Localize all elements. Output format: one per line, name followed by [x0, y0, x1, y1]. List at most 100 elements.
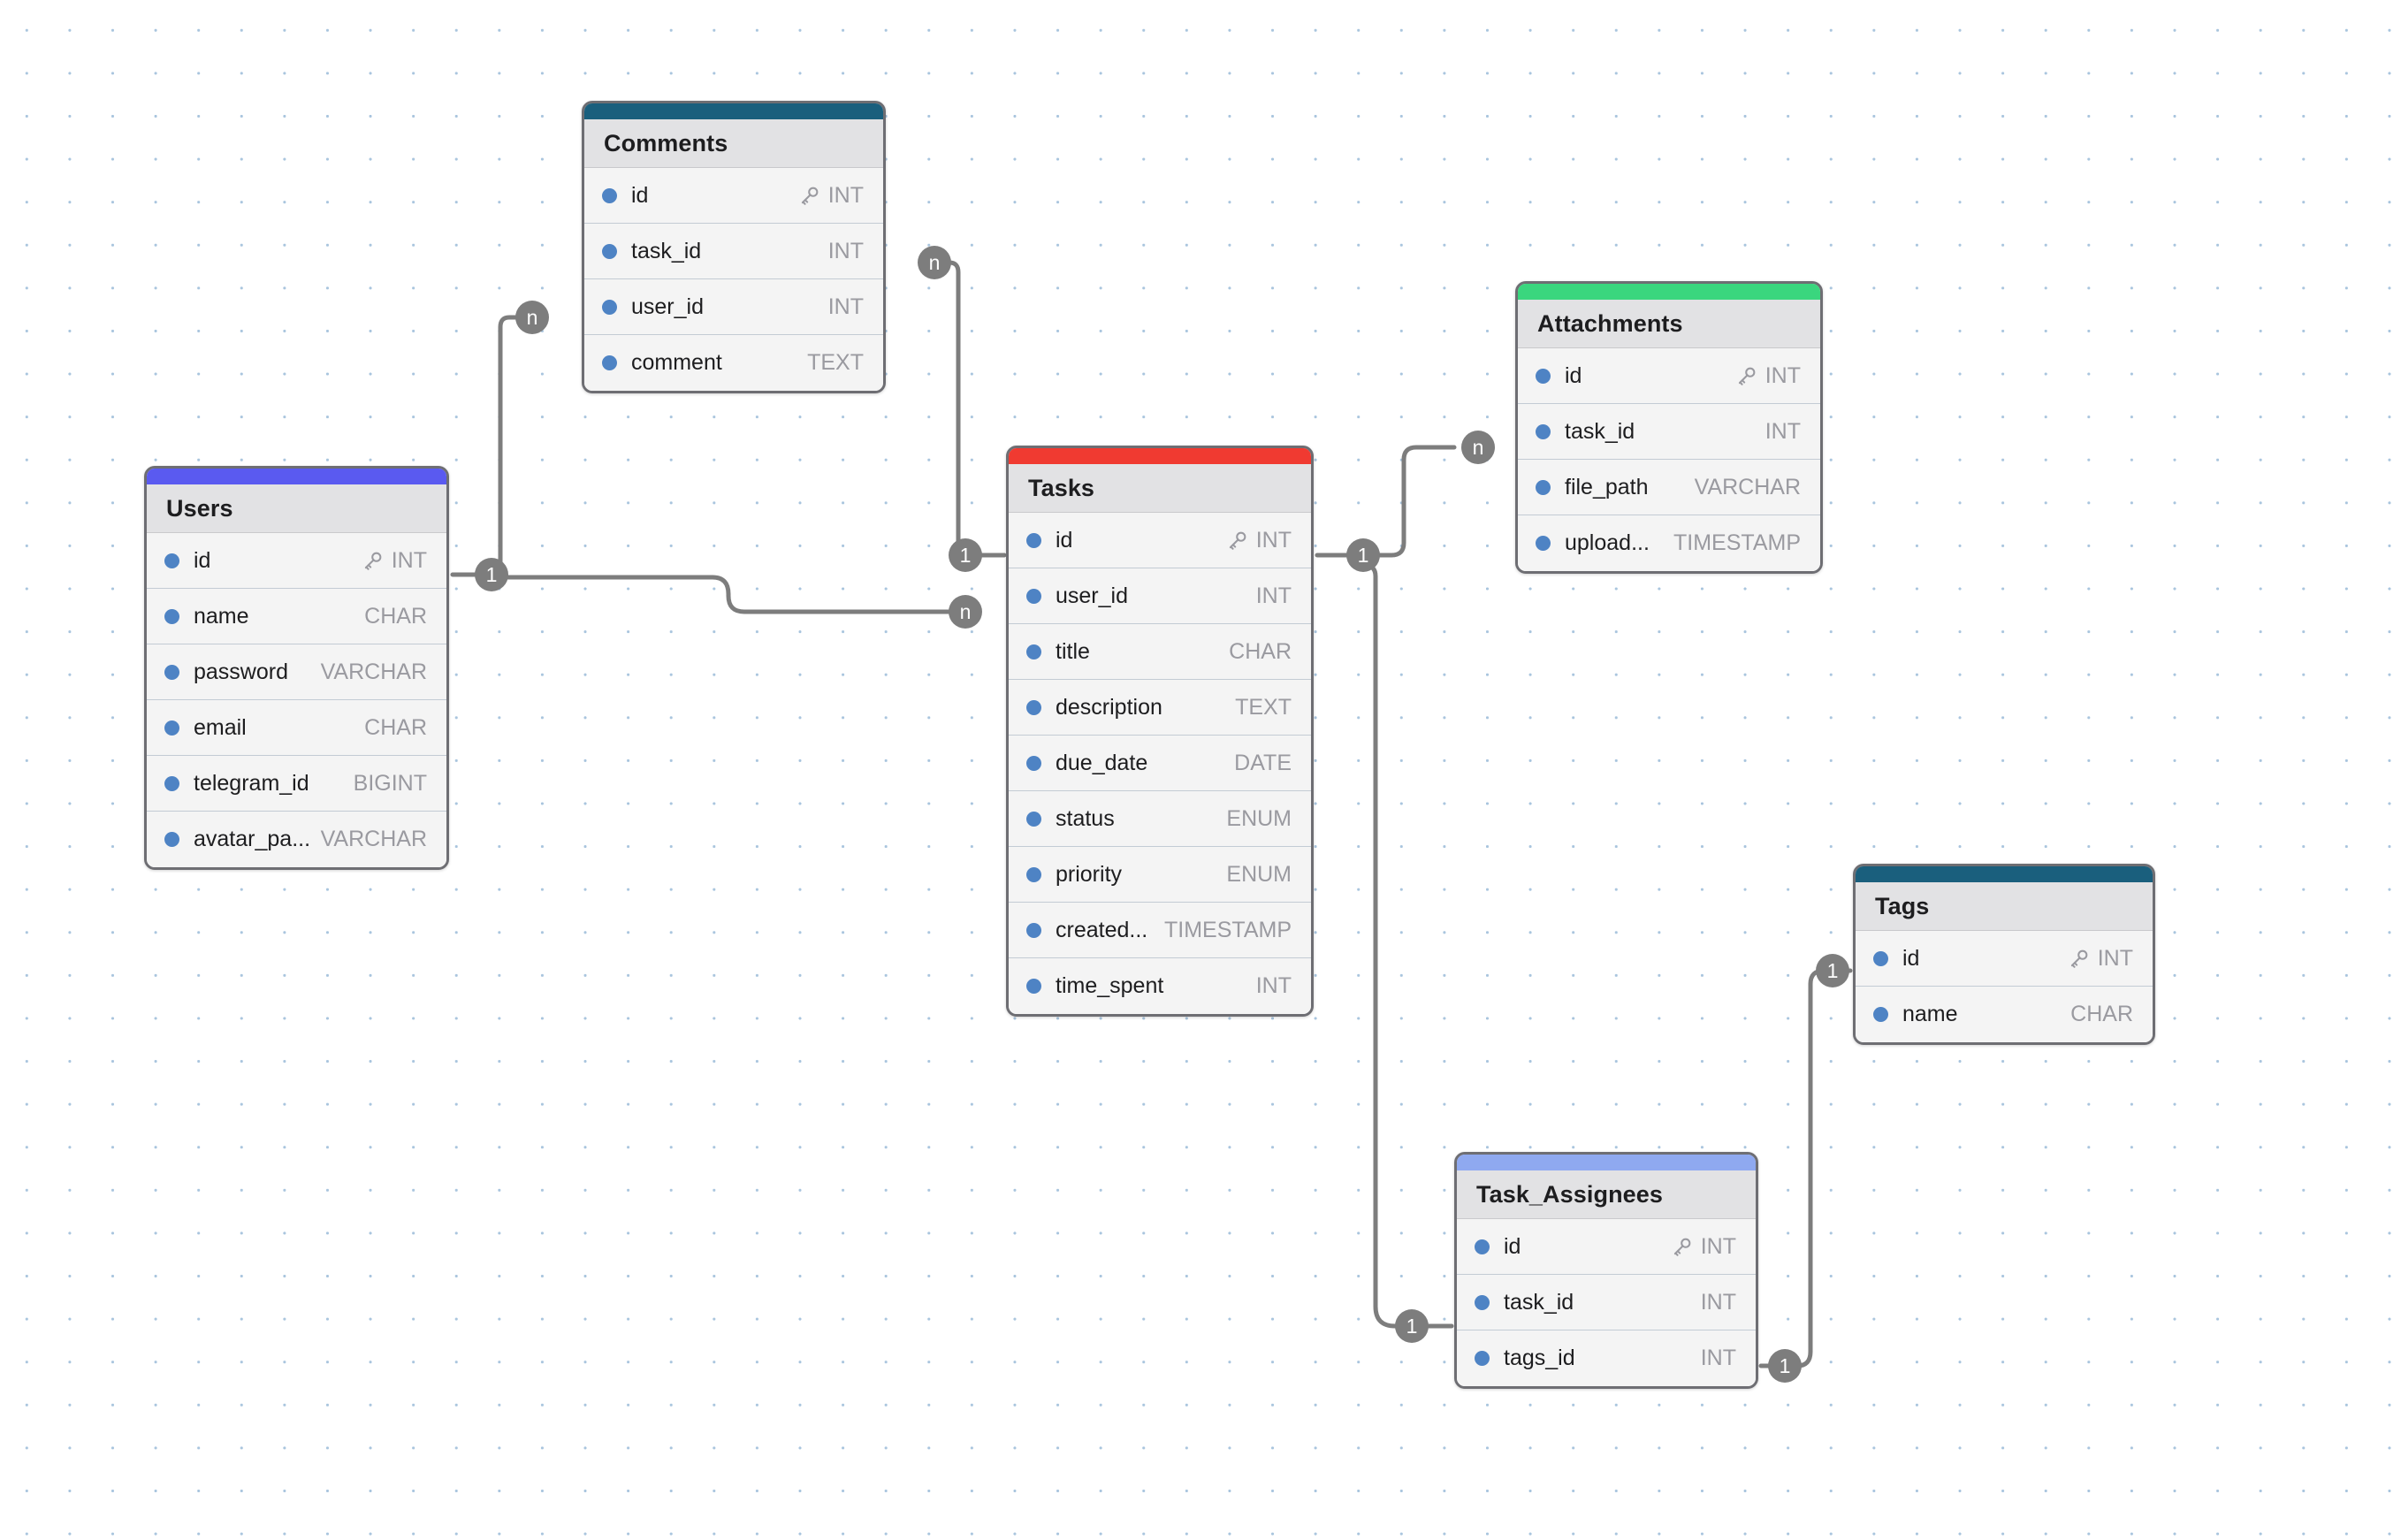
field-name: due_date: [1056, 750, 1148, 775]
cardinality-badge-tasks-task_assignees-0: 1: [1395, 1309, 1429, 1343]
relationship-edge-users-comments[interactable]: [450, 315, 533, 577]
field-bullet-icon: [1026, 979, 1041, 994]
field-row-tasks-created[interactable]: created...TIMESTAMP: [1009, 903, 1311, 958]
field-row-attachments-file_path[interactable]: file_path VARCHAR: [1518, 460, 1820, 515]
field-name: file_path: [1565, 474, 1649, 499]
field-row-users-telegram_id[interactable]: telegram_id BIGINT: [147, 756, 446, 812]
table-accent-bar: [1856, 866, 2153, 882]
field-type: INT: [2097, 945, 2133, 971]
field-bullet-icon: [1536, 368, 1551, 384]
field-meta: INT: [1256, 973, 1292, 999]
field-meta: INT: [828, 239, 864, 264]
table-header-users[interactable]: Users: [147, 484, 446, 533]
field-type: INT: [1255, 527, 1292, 553]
field-type: INT: [1700, 1233, 1736, 1259]
field-row-attachments-upload[interactable]: upload...TIMESTAMP: [1518, 515, 1820, 571]
table-header-attachments[interactable]: Attachments: [1518, 300, 1820, 348]
field-type: INT: [1700, 1289, 1736, 1315]
primary-key-icon: [362, 549, 392, 572]
field-type: VARCHAR: [320, 659, 427, 684]
field-name: avatar_pa...: [194, 827, 311, 851]
field-row-task_assignees-task_id[interactable]: task_id INT: [1457, 1275, 1756, 1330]
table-header-comments[interactable]: Comments: [584, 119, 883, 168]
field-meta: BIGINT: [354, 771, 427, 797]
primary-key-icon: [1671, 1235, 1701, 1258]
field-meta: DATE: [1234, 751, 1292, 776]
field-type: CHAR: [1229, 638, 1292, 664]
relationship-edge-tasks-comments[interactable]: [919, 260, 1007, 558]
field-bullet-icon: [164, 553, 179, 568]
cardinality-badge-tags-task_assignees-1: 1: [1768, 1349, 1802, 1383]
field-meta: ENUM: [1226, 806, 1292, 832]
cardinality-badge-users-comments-0: 1: [475, 558, 508, 591]
field-name: status: [1056, 805, 1115, 831]
field-name: task_id: [1504, 1289, 1574, 1315]
field-type: TEXT: [1235, 694, 1292, 720]
field-row-users-avatar_pa[interactable]: avatar_pa...VARCHAR: [147, 812, 446, 867]
field-name: telegram_id: [194, 770, 309, 796]
field-bullet-icon: [1026, 532, 1041, 548]
field-type: VARCHAR: [1694, 474, 1801, 499]
field-row-tasks-description[interactable]: description TEXT: [1009, 680, 1311, 736]
table-header-task_assignees[interactable]: Task_Assignees: [1457, 1170, 1756, 1219]
field-meta: VARCHAR: [321, 659, 427, 685]
field-meta: TIMESTAMP: [1673, 530, 1801, 556]
field-meta: CHAR: [364, 715, 427, 741]
field-bullet-icon: [602, 355, 617, 370]
field-type: INT: [827, 182, 864, 208]
field-bullet-icon: [1536, 536, 1551, 551]
cardinality-badge-users-tasks-0: n: [949, 595, 982, 629]
field-meta: INT: [1226, 528, 1292, 553]
field-name: task_id: [1565, 418, 1635, 444]
field-meta: INT: [2068, 946, 2133, 972]
field-row-tasks-due_date[interactable]: due_date DATE: [1009, 736, 1311, 791]
field-name: id: [1565, 362, 1582, 388]
field-bullet-icon: [1026, 644, 1041, 659]
table-header-tasks[interactable]: Tasks: [1009, 464, 1311, 513]
field-bullet-icon: [164, 775, 179, 791]
table-accent-bar: [1518, 284, 1820, 300]
field-name: description: [1056, 694, 1162, 720]
field-meta: INT: [1256, 583, 1292, 609]
relationship-edge-tasks-task_assignees[interactable]: [1363, 563, 1454, 1329]
field-bullet-icon: [602, 187, 617, 203]
table-accent-bar: [147, 469, 446, 484]
table-accent-bar: [1457, 1155, 1756, 1170]
relationship-edge-tags-task_assignees[interactable]: [1758, 968, 1853, 1368]
table-header-tags[interactable]: Tags: [1856, 882, 2153, 931]
relationship-edge-tasks-attachments[interactable]: [1315, 445, 1457, 558]
field-type: CHAR: [364, 603, 427, 629]
relationship-edge-users-tasks[interactable]: [489, 575, 960, 614]
field-meta: TEXT: [807, 350, 864, 376]
field-bullet-icon: [1873, 950, 1888, 966]
field-type: INT: [827, 294, 864, 319]
cardinality-badge-users-comments-1: n: [515, 301, 549, 334]
field-row-tasks-status[interactable]: status ENUM: [1009, 791, 1311, 847]
